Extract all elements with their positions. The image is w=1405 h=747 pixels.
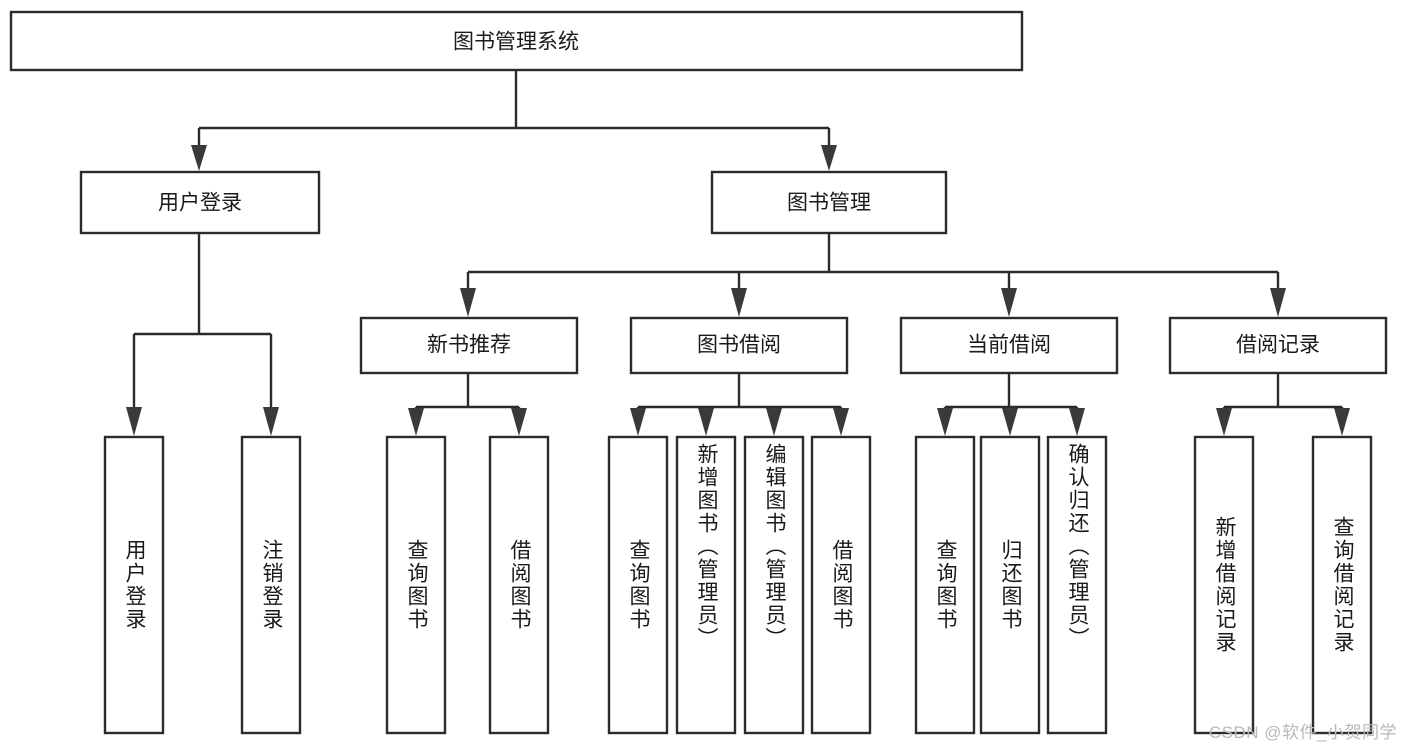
leaf-box-add-record[interactable]	[1193, 435, 1255, 735]
leaf-box-group	[103, 435, 1373, 735]
arrow-head-icon	[698, 408, 714, 436]
arrow-head-icon	[1069, 408, 1085, 436]
leaf-box-query-book-2[interactable]	[607, 435, 669, 735]
node-box-rect[interactable]	[9, 10, 1024, 72]
leaf-box-return-book[interactable]	[979, 435, 1041, 735]
leaf-box-borrow-book-2[interactable]	[810, 435, 872, 735]
node-label-book-borrow: 图书借阅	[697, 334, 781, 357]
leaf-box-confirm-return[interactable]	[1046, 435, 1108, 735]
arrow-head-icon	[821, 145, 837, 171]
node-root-system[interactable]: 图书管理系统	[9, 10, 1024, 72]
arrow-head-icon	[766, 408, 782, 436]
leaf-box-logout[interactable]	[240, 435, 302, 735]
node-box-rect[interactable]	[359, 316, 579, 375]
arrow-head-icon	[1001, 288, 1017, 317]
node-label-borrow-record: 借阅记录	[1236, 334, 1320, 357]
node-user-login[interactable]: 用户登录	[79, 170, 321, 235]
node-label-root: 图书管理系统	[453, 31, 579, 54]
arrow-head-icon	[833, 408, 849, 436]
node-label-book-management: 图书管理	[787, 192, 871, 215]
node-box-rect[interactable]	[629, 316, 849, 375]
arrow-head-icon	[1002, 408, 1018, 436]
arrow-head-icon	[263, 407, 279, 436]
leaf-box-user-login[interactable]	[103, 435, 165, 735]
node-box-rect[interactable]	[710, 170, 948, 235]
arrow-head-icon	[511, 408, 527, 436]
arrow-head-icon	[460, 288, 476, 317]
leaf-box-borrow-book-1[interactable]	[488, 435, 550, 735]
arrow-head-icon	[937, 408, 953, 436]
arrow-head-icon	[731, 288, 747, 317]
edge-group	[126, 71, 1350, 436]
node-box-rect[interactable]	[899, 316, 1119, 375]
node-box-rect[interactable]	[1168, 316, 1388, 375]
arrow-head-icon	[126, 407, 142, 436]
leaf-box-edit-book[interactable]	[743, 435, 805, 735]
leaf-box-query-book-3[interactable]	[914, 435, 976, 735]
arrow-head-icon	[191, 145, 207, 171]
node-label-new-book-recommend: 新书推荐	[427, 334, 511, 357]
node-book-borrow[interactable]: 图书借阅	[629, 316, 849, 375]
node-borrow-record[interactable]: 借阅记录	[1168, 316, 1388, 375]
arrow-head-icon	[630, 408, 646, 436]
arrow-head-icon	[408, 408, 424, 436]
arrow-head-icon	[1216, 408, 1232, 436]
node-new-book-recommend[interactable]: 新书推荐	[359, 316, 579, 375]
leaf-box-query-record[interactable]	[1311, 435, 1373, 735]
node-current-borrow[interactable]: 当前借阅	[899, 316, 1119, 375]
node-label-user-login: 用户登录	[158, 192, 242, 215]
arrow-head-icon	[1270, 288, 1286, 317]
leaf-box-add-book[interactable]	[675, 435, 737, 735]
node-box-rect[interactable]	[79, 170, 321, 235]
arrow-head-icon	[1334, 408, 1350, 436]
leaf-box-query-book-1[interactable]	[385, 435, 447, 735]
node-label-current-borrow: 当前借阅	[967, 334, 1051, 357]
node-book-management[interactable]: 图书管理	[710, 170, 948, 235]
watermark-text: CSDN @软件_小贺同学	[1208, 723, 1397, 742]
